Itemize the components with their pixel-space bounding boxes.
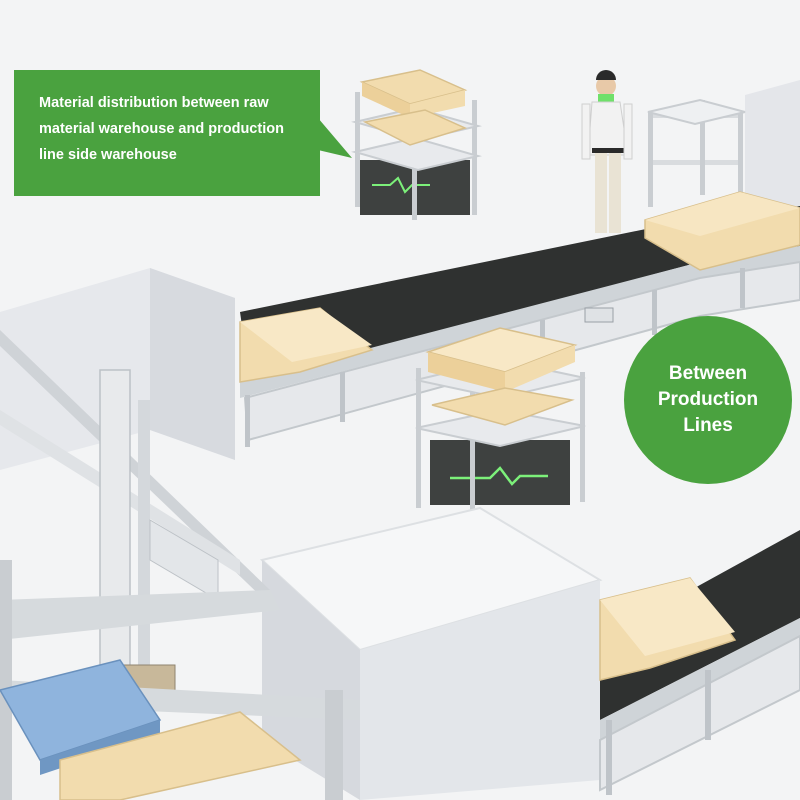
conveyor-rail [240, 246, 800, 398]
front-cabinet [259, 506, 603, 800]
cargo-stack-bottom [59, 711, 302, 800]
cargo-stack-upper-right [644, 191, 800, 271]
agv-robot-top [351, 69, 482, 220]
upper-conveyor [240, 206, 800, 447]
lower-conveyor [599, 530, 800, 795]
back-wall [745, 80, 800, 210]
conveyor-belt-upper [240, 206, 800, 382]
cargo-stack-upper-left [239, 307, 374, 383]
empty-shelf [647, 98, 746, 207]
agv-body [430, 440, 570, 505]
agv-robot-middle [415, 327, 586, 510]
worker-figure [581, 70, 633, 233]
badge-text: Between Production Lines [657, 363, 759, 436]
left-cabinet [0, 268, 235, 470]
callout-warehouse-distribution: Material distribution between raw materi… [14, 70, 320, 196]
blue-pallet [0, 659, 302, 800]
callout-text: Material distribution between raw materi… [39, 95, 284, 163]
badge-between-production-lines: Between Production Lines [624, 316, 792, 484]
control-panel [584, 307, 614, 323]
agv-light [450, 466, 548, 486]
